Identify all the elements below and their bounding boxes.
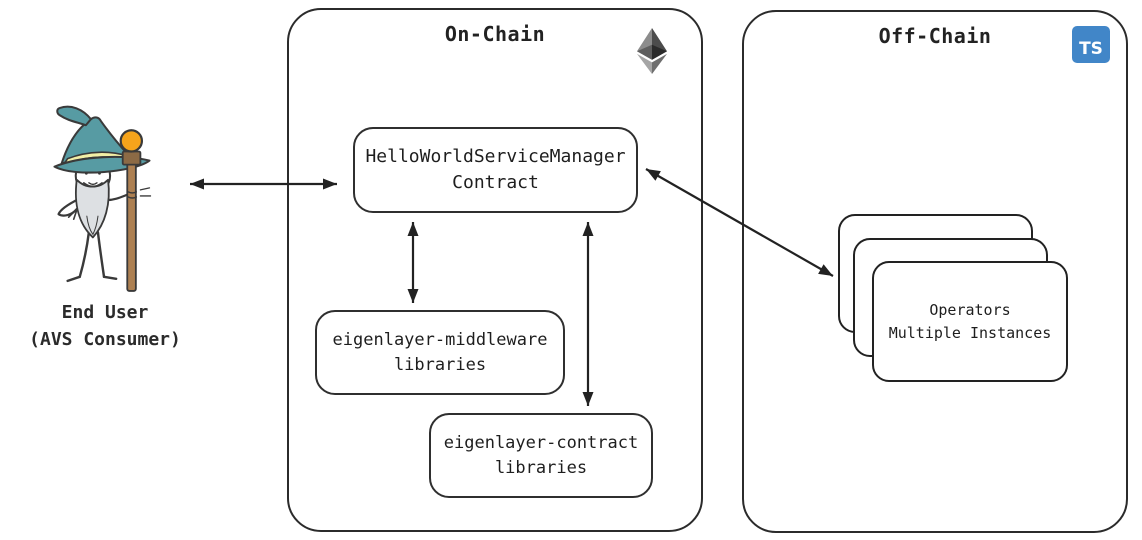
- eigenlayer-contract-node: eigenlayer-contract libraries: [429, 413, 653, 498]
- eigenlayer-middleware-node: eigenlayer-middleware libraries: [315, 310, 565, 395]
- typescript-badge-text: TS: [1079, 39, 1103, 59]
- off-chain-container: Off-Chain TS Operators Multiple Instance…: [742, 10, 1128, 533]
- service-manager-node: HelloWorldServiceManager Contract: [353, 127, 638, 213]
- operators-line1: Operators: [929, 301, 1011, 319]
- off-chain-title: Off-Chain: [878, 24, 992, 48]
- end-user-label: End User (AVS Consumer): [3, 299, 207, 353]
- contracts-line1: eigenlayer-contract: [443, 432, 639, 453]
- middleware-line1: eigenlayer-middleware: [332, 329, 548, 350]
- end-user-figure: [36, 103, 168, 295]
- on-chain-container: On-Chain HelloWorldServiceManager Contra…: [287, 8, 703, 532]
- end-user-label-line1: End User: [61, 302, 149, 323]
- operators-line2: Multiple Instances: [888, 323, 1052, 342]
- ethereum-icon: [637, 28, 667, 74]
- operators-node: Operators Multiple Instances: [872, 261, 1068, 382]
- contracts-line2: libraries: [494, 457, 588, 478]
- wizard-icon: [53, 105, 152, 292]
- on-chain-title: On-Chain: [444, 22, 546, 46]
- service-manager-line1: HelloWorldServiceManager: [365, 145, 626, 167]
- middleware-line2: libraries: [393, 354, 487, 375]
- typescript-icon: TS: [1072, 26, 1110, 63]
- end-user-label-line2: (AVS Consumer): [29, 329, 181, 350]
- service-manager-line2: Contract: [452, 172, 539, 193]
